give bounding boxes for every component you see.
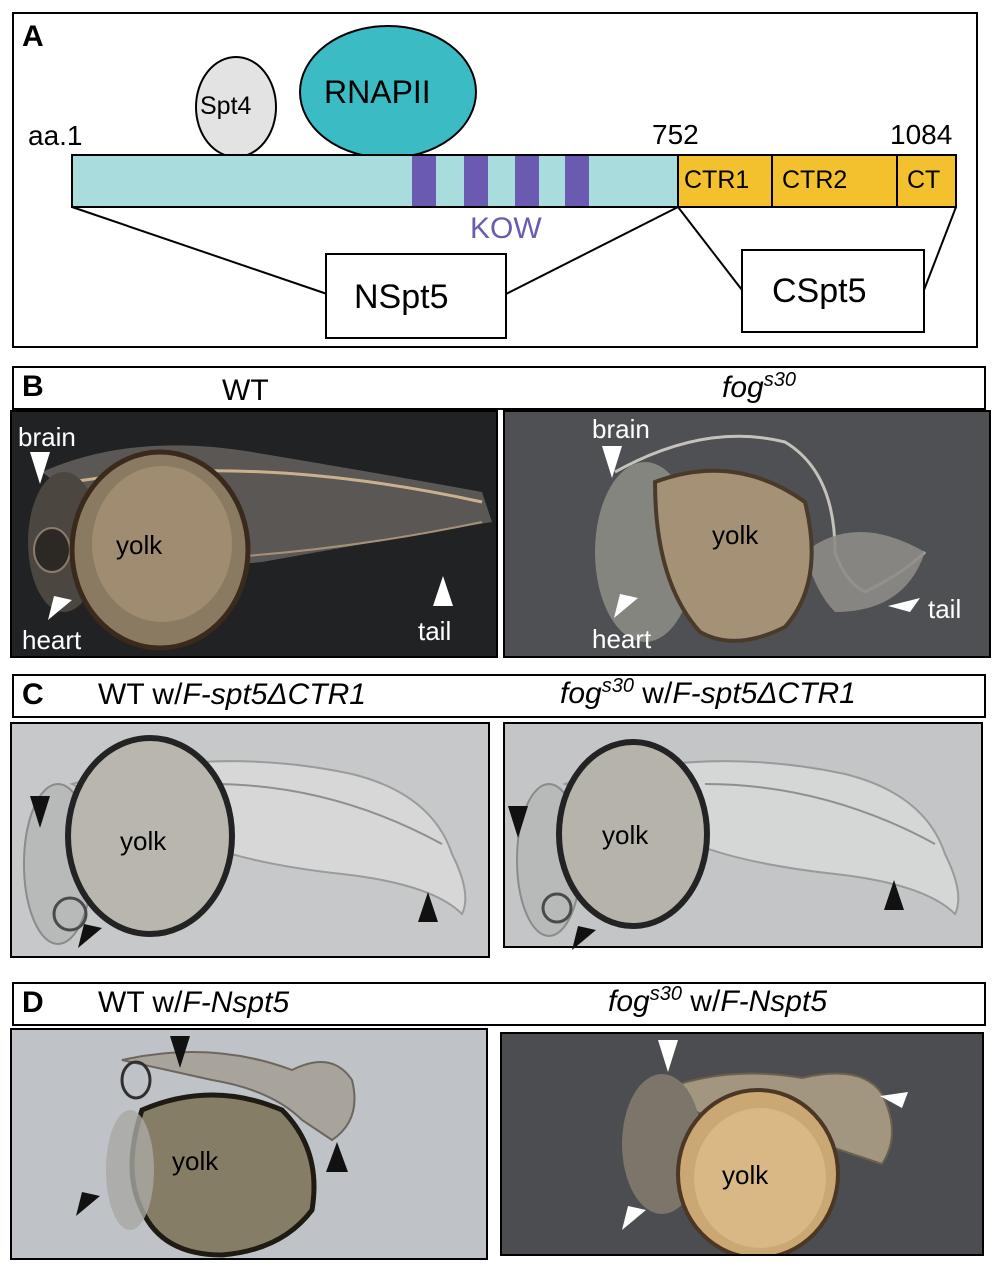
panel-c-fog-photo — [503, 722, 983, 948]
panel-b-fog-photo — [503, 410, 991, 658]
panel-a-letter: A — [22, 20, 44, 53]
w-text: w/ — [681, 985, 721, 1018]
panel-a-frame — [12, 12, 978, 348]
aa-start-label: aa.1 — [28, 120, 83, 151]
ctr1-label: CTR1 — [684, 166, 750, 194]
panel-c-header — [12, 674, 986, 718]
panel-c-letter: C — [22, 678, 44, 711]
nspt5-line-left — [71, 206, 331, 296]
nspt5-box — [325, 253, 507, 339]
cspt5-label: CSpt5 — [772, 272, 867, 310]
aa-end-label: 1084 — [890, 119, 953, 150]
fog-text: fog — [560, 677, 602, 710]
kow-domain-3 — [515, 156, 539, 206]
construct-name: F-Nspt5 — [182, 986, 290, 1019]
d-fog-yolk-label: yolk — [722, 1160, 769, 1190]
wt-yolk-label: yolk — [116, 530, 163, 560]
cspt5-line-right — [923, 206, 957, 291]
fog-heart-label: heart — [592, 624, 652, 654]
s30-superscript: s30 — [649, 983, 682, 1005]
nspt5-label: NSpt5 — [354, 278, 449, 316]
spt4-label: Spt4 — [200, 92, 252, 120]
kow-domain-2 — [464, 156, 488, 206]
d-wt-yolk-label: yolk — [172, 1146, 219, 1176]
panel-b-wt-photo — [10, 410, 498, 658]
wt-heart-label: heart — [22, 625, 82, 655]
wt-prefix: WT w/ — [98, 678, 183, 711]
kow-label: KOW — [470, 212, 542, 245]
c-wt-yolk-label: yolk — [120, 826, 167, 856]
ct-domain — [896, 154, 957, 208]
ctr2-label: CTR2 — [782, 166, 848, 194]
panel-c-right-title: fogs30 w/F-spt5ΔCTR1 — [560, 676, 856, 709]
wt-brain-label: brain — [18, 422, 76, 452]
kow-domain-1 — [412, 156, 436, 206]
w-text: w/ — [633, 677, 673, 710]
ct-label: CT — [907, 166, 941, 194]
construct-name: F-spt5ΔCTR1 — [182, 678, 366, 711]
panel-b-letter: B — [22, 370, 44, 403]
panel-c-wt-photo — [10, 722, 490, 958]
fog-text: fog — [608, 985, 650, 1018]
kow-domain-4 — [565, 156, 589, 206]
construct-name: F-spt5ΔCTR1 — [672, 677, 856, 710]
panel-d-header — [12, 982, 986, 1026]
fog-yolk-label: yolk — [712, 520, 759, 550]
panel-b-right-title: fogs30 — [722, 370, 796, 403]
ctr2-domain — [771, 154, 898, 208]
s30-superscript: s30 — [601, 675, 634, 697]
panel-d-right-title: fogs30 w/F-Nspt5 — [608, 984, 827, 1017]
fog-brain-label: brain — [592, 414, 650, 444]
panel-a-diagram — [71, 25, 957, 339]
panel-b-left-title: WT — [222, 374, 269, 407]
nspt5-line-right — [503, 206, 679, 296]
panel-d-letter: D — [22, 986, 44, 1019]
panel-c-left-title: WT w/F-spt5ΔCTR1 — [98, 680, 366, 710]
wt-prefix: WT w/ — [98, 986, 183, 1019]
cspt5-line-left — [677, 206, 743, 291]
construct-name: F-Nspt5 — [720, 985, 827, 1018]
aa-mid-label: 752 — [652, 119, 699, 150]
s30-superscript: s30 — [763, 369, 796, 391]
panel-d-left-title: WT w/F-Nspt5 — [98, 988, 289, 1018]
cspt5-box — [741, 249, 925, 333]
fog-tail-label: tail — [928, 594, 962, 624]
panel-b-header — [12, 366, 986, 410]
c-fog-yolk-label: yolk — [602, 820, 649, 850]
panel-d-wt-photo — [10, 1028, 488, 1260]
fog-text: fog — [722, 371, 764, 404]
rnapii-label: RNAPII — [324, 74, 431, 110]
panel-d-fog-photo — [500, 1032, 984, 1256]
wt-tail-label: tail — [418, 616, 452, 646]
